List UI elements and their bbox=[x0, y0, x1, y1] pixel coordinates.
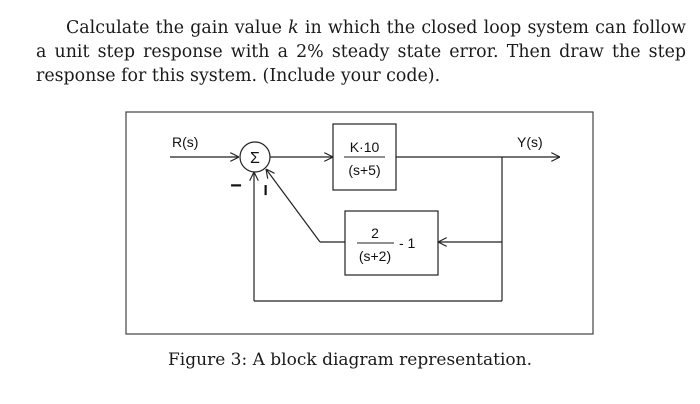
problem-text-part2: in which the closed loop system can foll… bbox=[36, 18, 686, 86]
feedback-transfer-block bbox=[344, 210, 439, 276]
output-label: Y(s) bbox=[517, 134, 543, 150]
minus-sign-bottom: − bbox=[254, 184, 276, 196]
problem-text-part1: Calculate the gain value bbox=[66, 18, 289, 38]
diagram-frame bbox=[125, 111, 594, 335]
problem-statement: Calculate the gain value k in which the … bbox=[36, 16, 686, 88]
minus-sign-left: − bbox=[230, 175, 242, 197]
forward-denominator: (s+5) bbox=[348, 162, 380, 178]
gain-variable-k: k bbox=[288, 18, 299, 38]
feedback-diagonal-line bbox=[266, 169, 321, 243]
forward-numerator: K·10 bbox=[350, 139, 380, 155]
figure-caption: Figure 3: A block diagram representation… bbox=[168, 350, 532, 370]
summing-symbol: Σ bbox=[250, 150, 260, 167]
input-label: R(s) bbox=[172, 134, 198, 150]
feedback-denominator: (s+2) bbox=[359, 248, 391, 264]
feedback-offset-term: - 1 bbox=[399, 235, 416, 251]
feedback-numerator: 2 bbox=[371, 225, 379, 241]
